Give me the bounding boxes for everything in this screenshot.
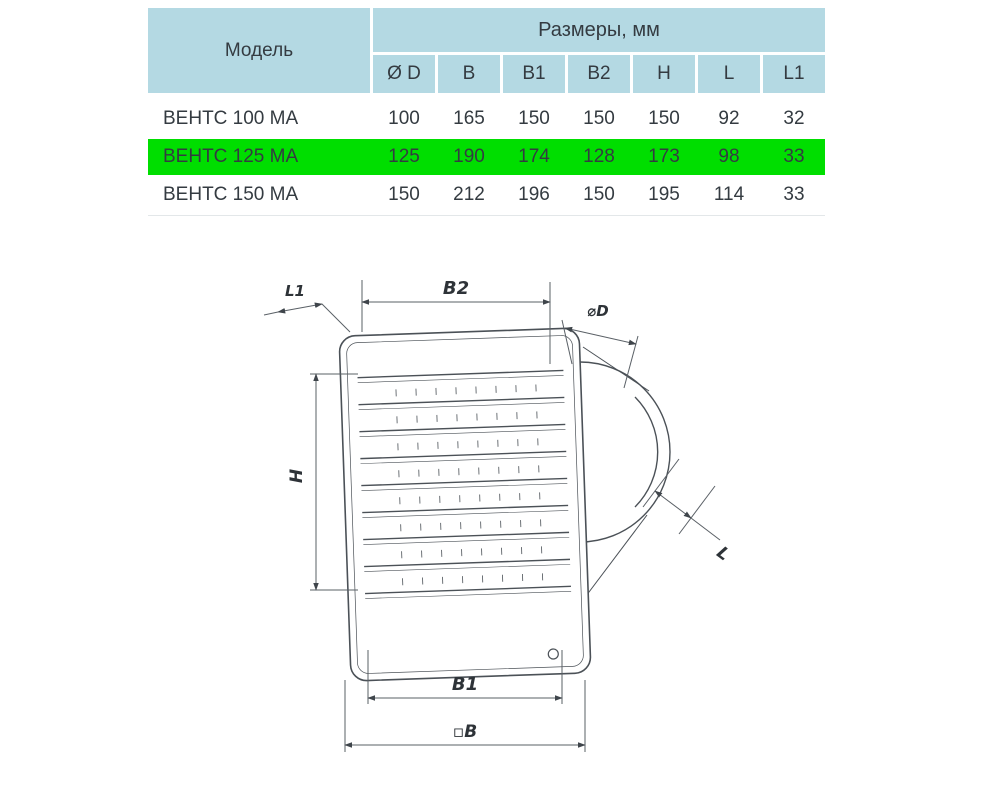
column-header-b2: B2 [568,55,630,93]
value-cell: 212 [453,184,485,205]
model-cell: ВЕНТС 150 МА [163,184,299,205]
column-header-b: B [438,55,500,93]
model-cell: ВЕНТС 125 МА [163,146,299,167]
value-cell: 125 [388,146,420,167]
value-cell: 98 [718,146,740,167]
value-cell: 128 [583,146,615,167]
model-cell: ВЕНТС 100 МА [163,108,299,129]
cone-line-top [582,346,650,392]
dim-label-l1: L1 [285,282,305,300]
panel-outline [338,327,592,682]
value-cell: 150 [583,108,615,129]
value-cell: 190 [453,146,485,167]
table-body: ВЕНТС 100 МА 100 165 150 150 150 92 32 В… [148,101,825,216]
value-cell: 33 [783,184,805,205]
dim-label-d: ⌀D [587,302,608,320]
value-cell: 196 [518,184,550,205]
value-cell: 114 [713,184,745,205]
cone-line-bottom [582,514,648,601]
value-cell: 33 [783,146,805,167]
value-cell: 150 [388,184,420,205]
column-header-d: Ø D [373,55,435,93]
indicator-light [547,648,559,660]
value-cell: 32 [783,108,805,129]
fan-technical-drawing: L1 B2 ⌀D H L B1 ▫B [263,278,730,752]
dim-label-l: L [713,543,730,565]
value-cell: 195 [648,184,680,205]
dim-label-b1: B1 [452,674,478,695]
value-cell: 92 [718,108,740,129]
value-cell: 165 [453,108,485,129]
dim-label-b2: B2 [443,278,469,299]
dim-label-b: ▫B [453,722,477,742]
column-header-l1: L1 [763,55,825,93]
column-header-h: H [633,55,695,93]
model-column-header: Модель [148,8,370,93]
louver-grille [357,369,572,599]
sizes-group-header: Размеры, мм [373,8,825,52]
table-row: ВЕНТС 100 МА 100 165 150 150 150 92 32 [148,101,825,137]
dimensions-table: Модель Размеры, мм Ø D B B1 B2 H L L1 ВЕ… [148,8,825,216]
value-cell: 150 [648,108,680,129]
value-cell: 173 [648,146,680,167]
column-header-l: L [698,55,760,93]
front-panel [338,327,592,682]
value-cell: 100 [388,108,420,129]
panel-inner-frame [346,335,584,674]
table-header: Модель Размеры, мм Ø D B B1 B2 H L L1 [148,8,825,93]
dimension-lines [263,280,721,752]
dim-label-h: H [287,469,307,483]
table-row-highlighted: ВЕНТС 125 МА 125 190 174 128 173 98 33 [148,139,825,175]
table-row: ВЕНТС 150 МА 150 212 196 150 195 114 33 [148,177,825,213]
value-cell: 174 [518,146,550,167]
value-cell: 150 [583,184,615,205]
value-cell: 150 [518,108,550,129]
column-header-b1: B1 [503,55,565,93]
